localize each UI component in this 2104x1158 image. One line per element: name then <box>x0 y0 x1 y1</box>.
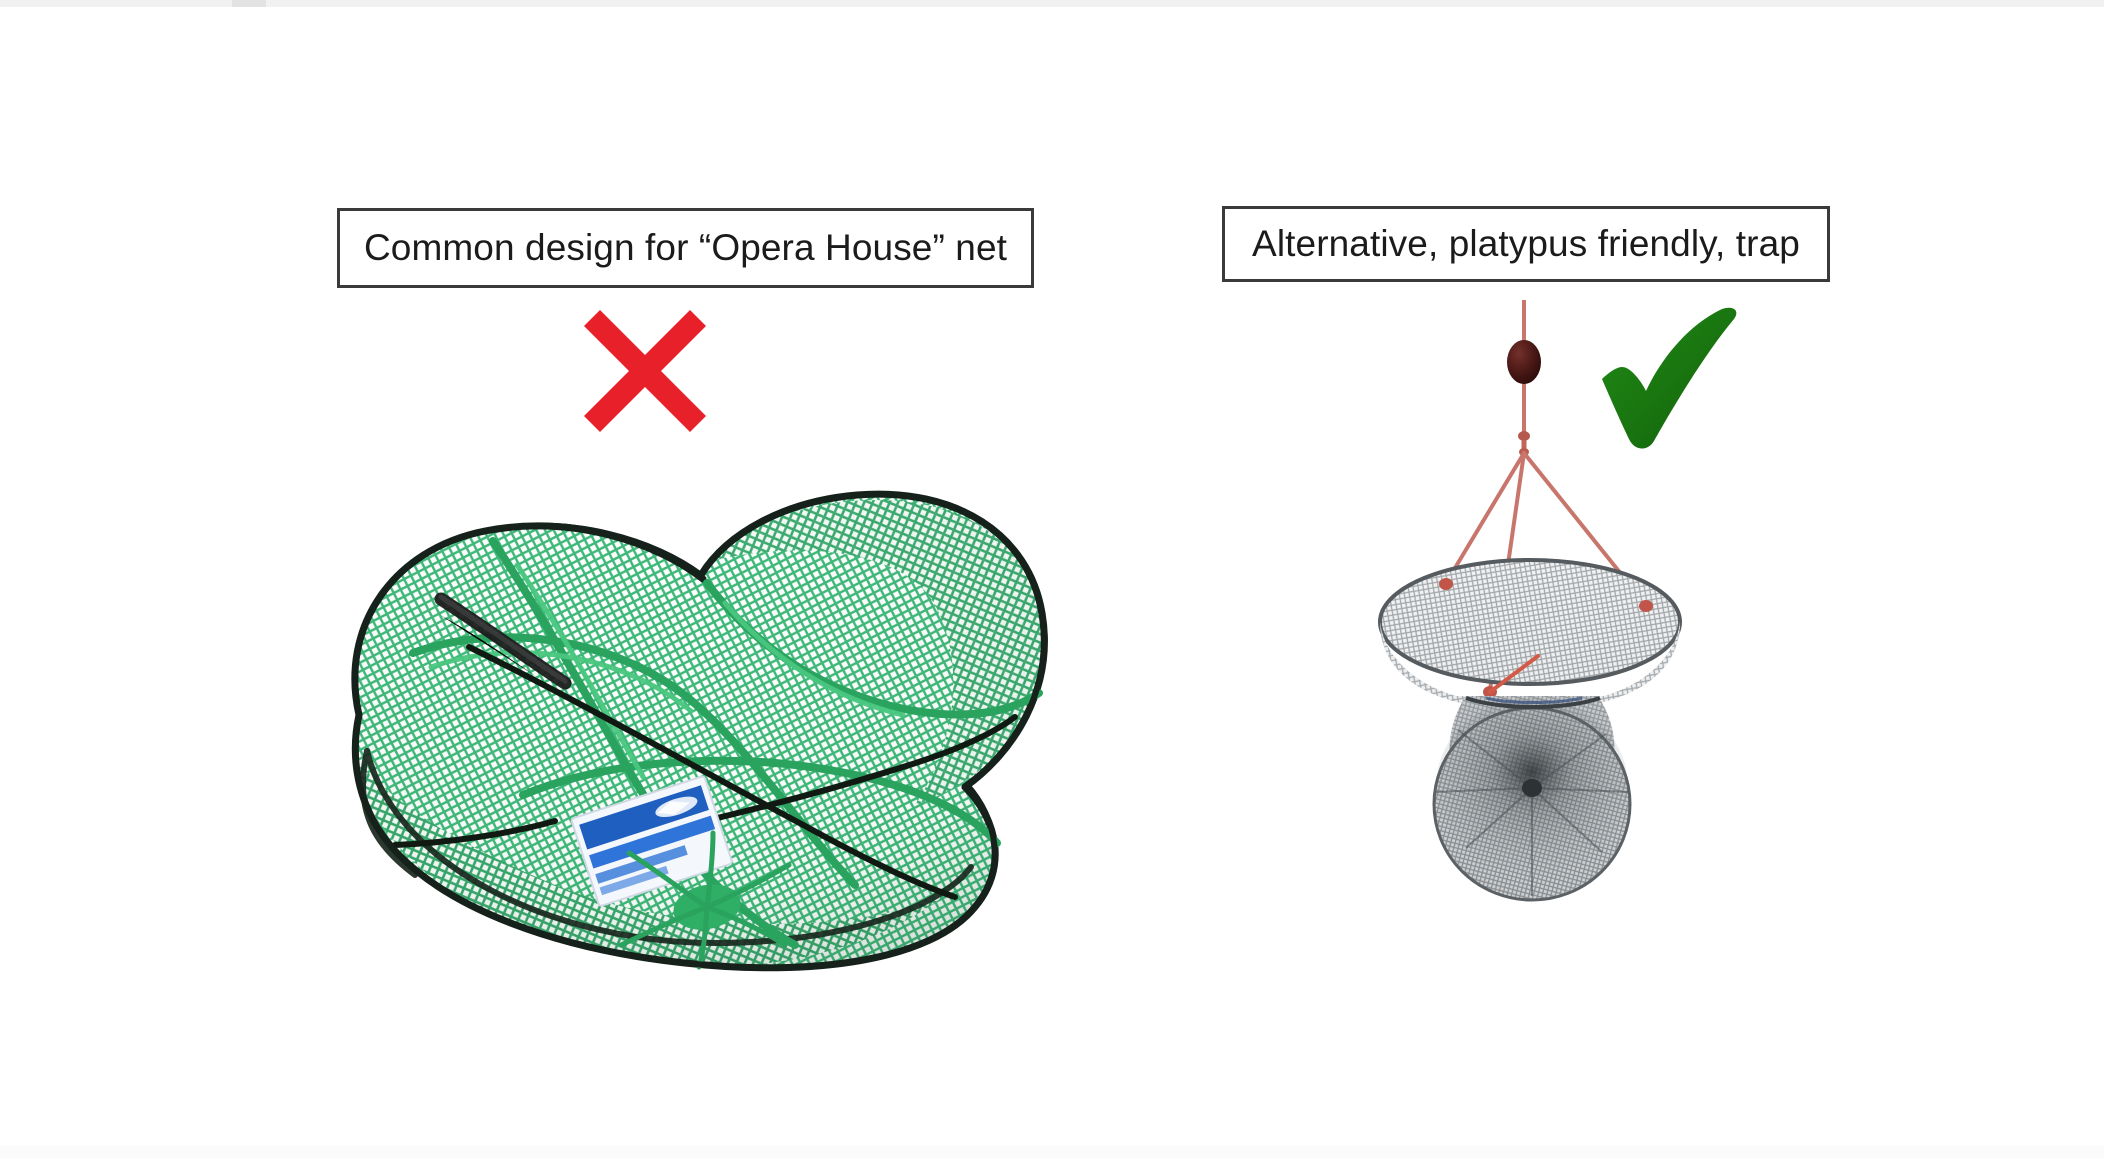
slide-top-edge-strip <box>0 0 2104 7</box>
caption-box-opera-house: Common design for “Opera House” net <box>337 208 1034 288</box>
net-gather-knot <box>618 830 792 970</box>
opera-house-net-image <box>255 415 1105 975</box>
hoop-rim-dish <box>1378 558 1682 710</box>
slide-bottom-edge-strip <box>0 1146 2104 1158</box>
float-bead <box>1507 340 1541 384</box>
net-bag <box>1432 696 1632 902</box>
caption-text-alternative-trap: Alternative, platypus friendly, trap <box>1252 223 1800 264</box>
check-mark-icon <box>1600 305 1740 450</box>
cross-mark-icon <box>580 306 710 436</box>
product-label-tag <box>570 775 733 907</box>
slide-top-edge-strip-segment <box>232 0 266 7</box>
platypus-friendly-trap-image <box>1370 300 1750 980</box>
caption-text-opera-house: Common design for “Opera House” net <box>363 227 1008 268</box>
caption-box-alternative-trap: Alternative, platypus friendly, trap <box>1222 206 1830 282</box>
